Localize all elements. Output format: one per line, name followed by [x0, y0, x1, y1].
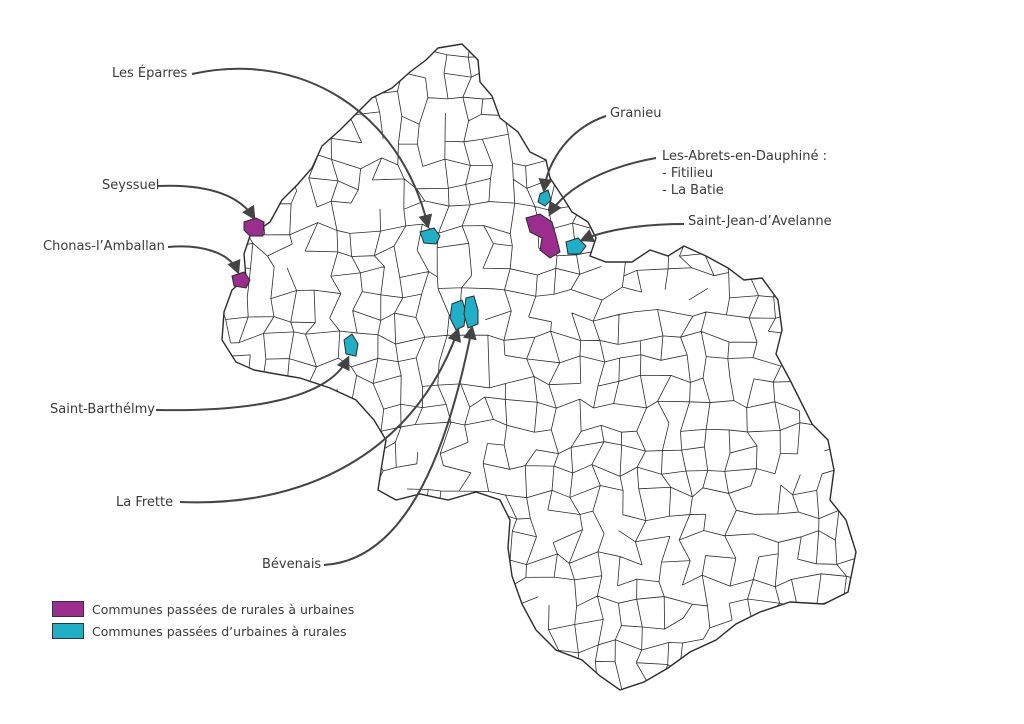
legend-swatch-cyan [52, 623, 84, 639]
legend-item-urban-to-rural: Communes passées d’urbaines à rurales [52, 620, 354, 642]
label-seyssuel: Seyssuel [102, 178, 160, 193]
commune-la-frette [449, 299, 467, 331]
arrow-les-eparres [191, 67, 433, 229]
label-saint-barthelmy: Saint-Barthélmy [50, 402, 155, 417]
legend-label: Communes passées de rurales à urbaines [92, 601, 355, 617]
arrow-saint-barthelmy [155, 355, 350, 412]
label-les-eparres: Les Éparres [112, 66, 188, 81]
commune-bevenais [463, 295, 479, 329]
arrow-la-frette [179, 327, 461, 504]
commune-seyssuel [243, 217, 265, 237]
commune-chonas [231, 271, 251, 289]
legend-label: Communes passées d’urbaines à rurales [92, 623, 347, 639]
legend-swatch-purple [52, 601, 84, 617]
label-la-frette: La Frette [116, 495, 174, 510]
arrow-seyssuel [157, 184, 256, 221]
label-les-abrets: Les-Abrets-en-Dauphiné : - Fitilieu - La… [662, 149, 827, 198]
commune-fitilieu-la-batie [525, 213, 561, 259]
arrow-chonas [167, 245, 241, 275]
callout-arrows [155, 67, 685, 566]
arrow-granieu [538, 115, 607, 193]
legend: Communes passées de rurales à urbaines C… [52, 598, 354, 642]
commune-granieu [537, 189, 552, 207]
arrow-saint-jean [579, 223, 685, 243]
label-chonas: Chonas-l’Amballan [43, 239, 165, 254]
label-granieu: Granieu [610, 106, 662, 121]
highlighted-communes [231, 189, 587, 357]
commune-les-eparres [419, 227, 441, 245]
commune-saint-barthelmy [343, 333, 359, 357]
label-bevenais: Bévenais [262, 557, 322, 572]
legend-item-rural-to-urban: Communes passées de rurales à urbaines [52, 598, 354, 620]
arrow-bevenais [323, 325, 477, 566]
label-saint-jean: Saint-Jean-d’Avelanne [688, 214, 832, 229]
arrow-les-abrets [548, 157, 657, 217]
